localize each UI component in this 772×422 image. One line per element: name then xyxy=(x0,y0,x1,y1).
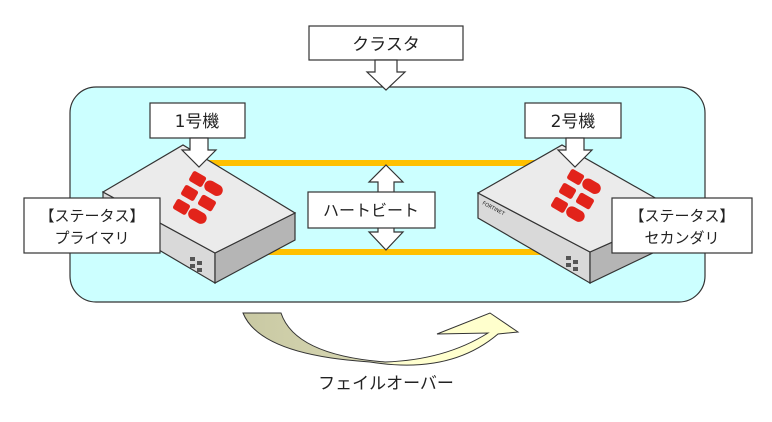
unit1-status-value: プライマリ xyxy=(54,229,129,247)
heartbeat-line-bottom xyxy=(205,249,545,255)
heartbeat-label: ハートビート xyxy=(323,201,419,220)
cluster-down-arrow-icon xyxy=(365,59,407,91)
unit1-label: 1号機 xyxy=(175,112,220,132)
unit1-status-box xyxy=(23,197,161,254)
unit1-status-heading: 【ステータス】 xyxy=(39,207,144,225)
failover-curved-arrow-icon xyxy=(242,312,520,366)
unit1-down-arrow-icon xyxy=(180,137,218,168)
unit2-status-box xyxy=(611,197,753,254)
unit2-label: 2号機 xyxy=(551,112,596,132)
cluster-label-box xyxy=(308,25,464,61)
unit2-status-heading: 【ステータス】 xyxy=(629,207,734,225)
unit2-label-box xyxy=(524,102,622,139)
heartbeat-label-box xyxy=(307,191,436,229)
unit1-label-box xyxy=(149,102,246,139)
unit2-status-value: セカンダリ xyxy=(644,229,719,247)
unit2-down-arrow-icon xyxy=(556,137,594,168)
heartbeat-line-top xyxy=(205,160,545,166)
failover-label: フェイルオーバー xyxy=(318,374,454,394)
cluster-label: クラスタ xyxy=(352,35,420,55)
